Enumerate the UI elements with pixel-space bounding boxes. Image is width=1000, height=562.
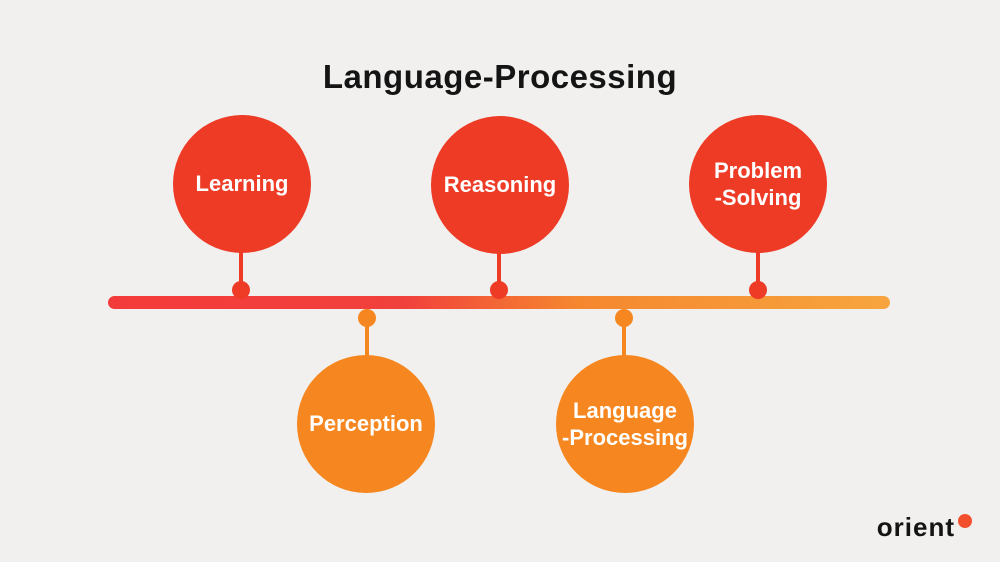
timeline-dot-reasoning [490, 281, 508, 299]
timeline-dot-perception [358, 309, 376, 327]
connector-stem-perception [365, 318, 369, 358]
connector-stem-reasoning [497, 251, 501, 291]
node-circle-learning: Learning [173, 115, 311, 253]
page-title: Language-Processing [322, 58, 678, 96]
connector-stem-language-processing [622, 318, 626, 358]
node-label: Perception [309, 411, 423, 437]
timeline-bar [108, 296, 890, 309]
node-circle-problem-solving: Problem -Solving [689, 115, 827, 253]
timeline-dot-problem-solving [749, 281, 767, 299]
connector-stem-learning [239, 250, 243, 290]
connector-stem-problem-solving [756, 250, 760, 290]
timeline-dot-learning [232, 281, 250, 299]
node-label-line2: -Processing [562, 425, 688, 450]
node-circle-perception: Perception [297, 355, 435, 493]
node-circle-language-processing: Language -Processing [556, 355, 694, 493]
node-label: Language [573, 397, 677, 423]
node-label-line2: -Solving [714, 185, 802, 210]
brand-logo-dot-icon [958, 514, 972, 528]
node-label: Learning [195, 171, 289, 197]
brand-logo-text: orient [876, 512, 955, 542]
timeline-dot-language-processing [615, 309, 633, 327]
node-label: Reasoning [443, 172, 557, 198]
node-label: Problem [713, 157, 803, 183]
brand-logo: orient [877, 514, 972, 540]
node-circle-reasoning: Reasoning [431, 116, 569, 254]
